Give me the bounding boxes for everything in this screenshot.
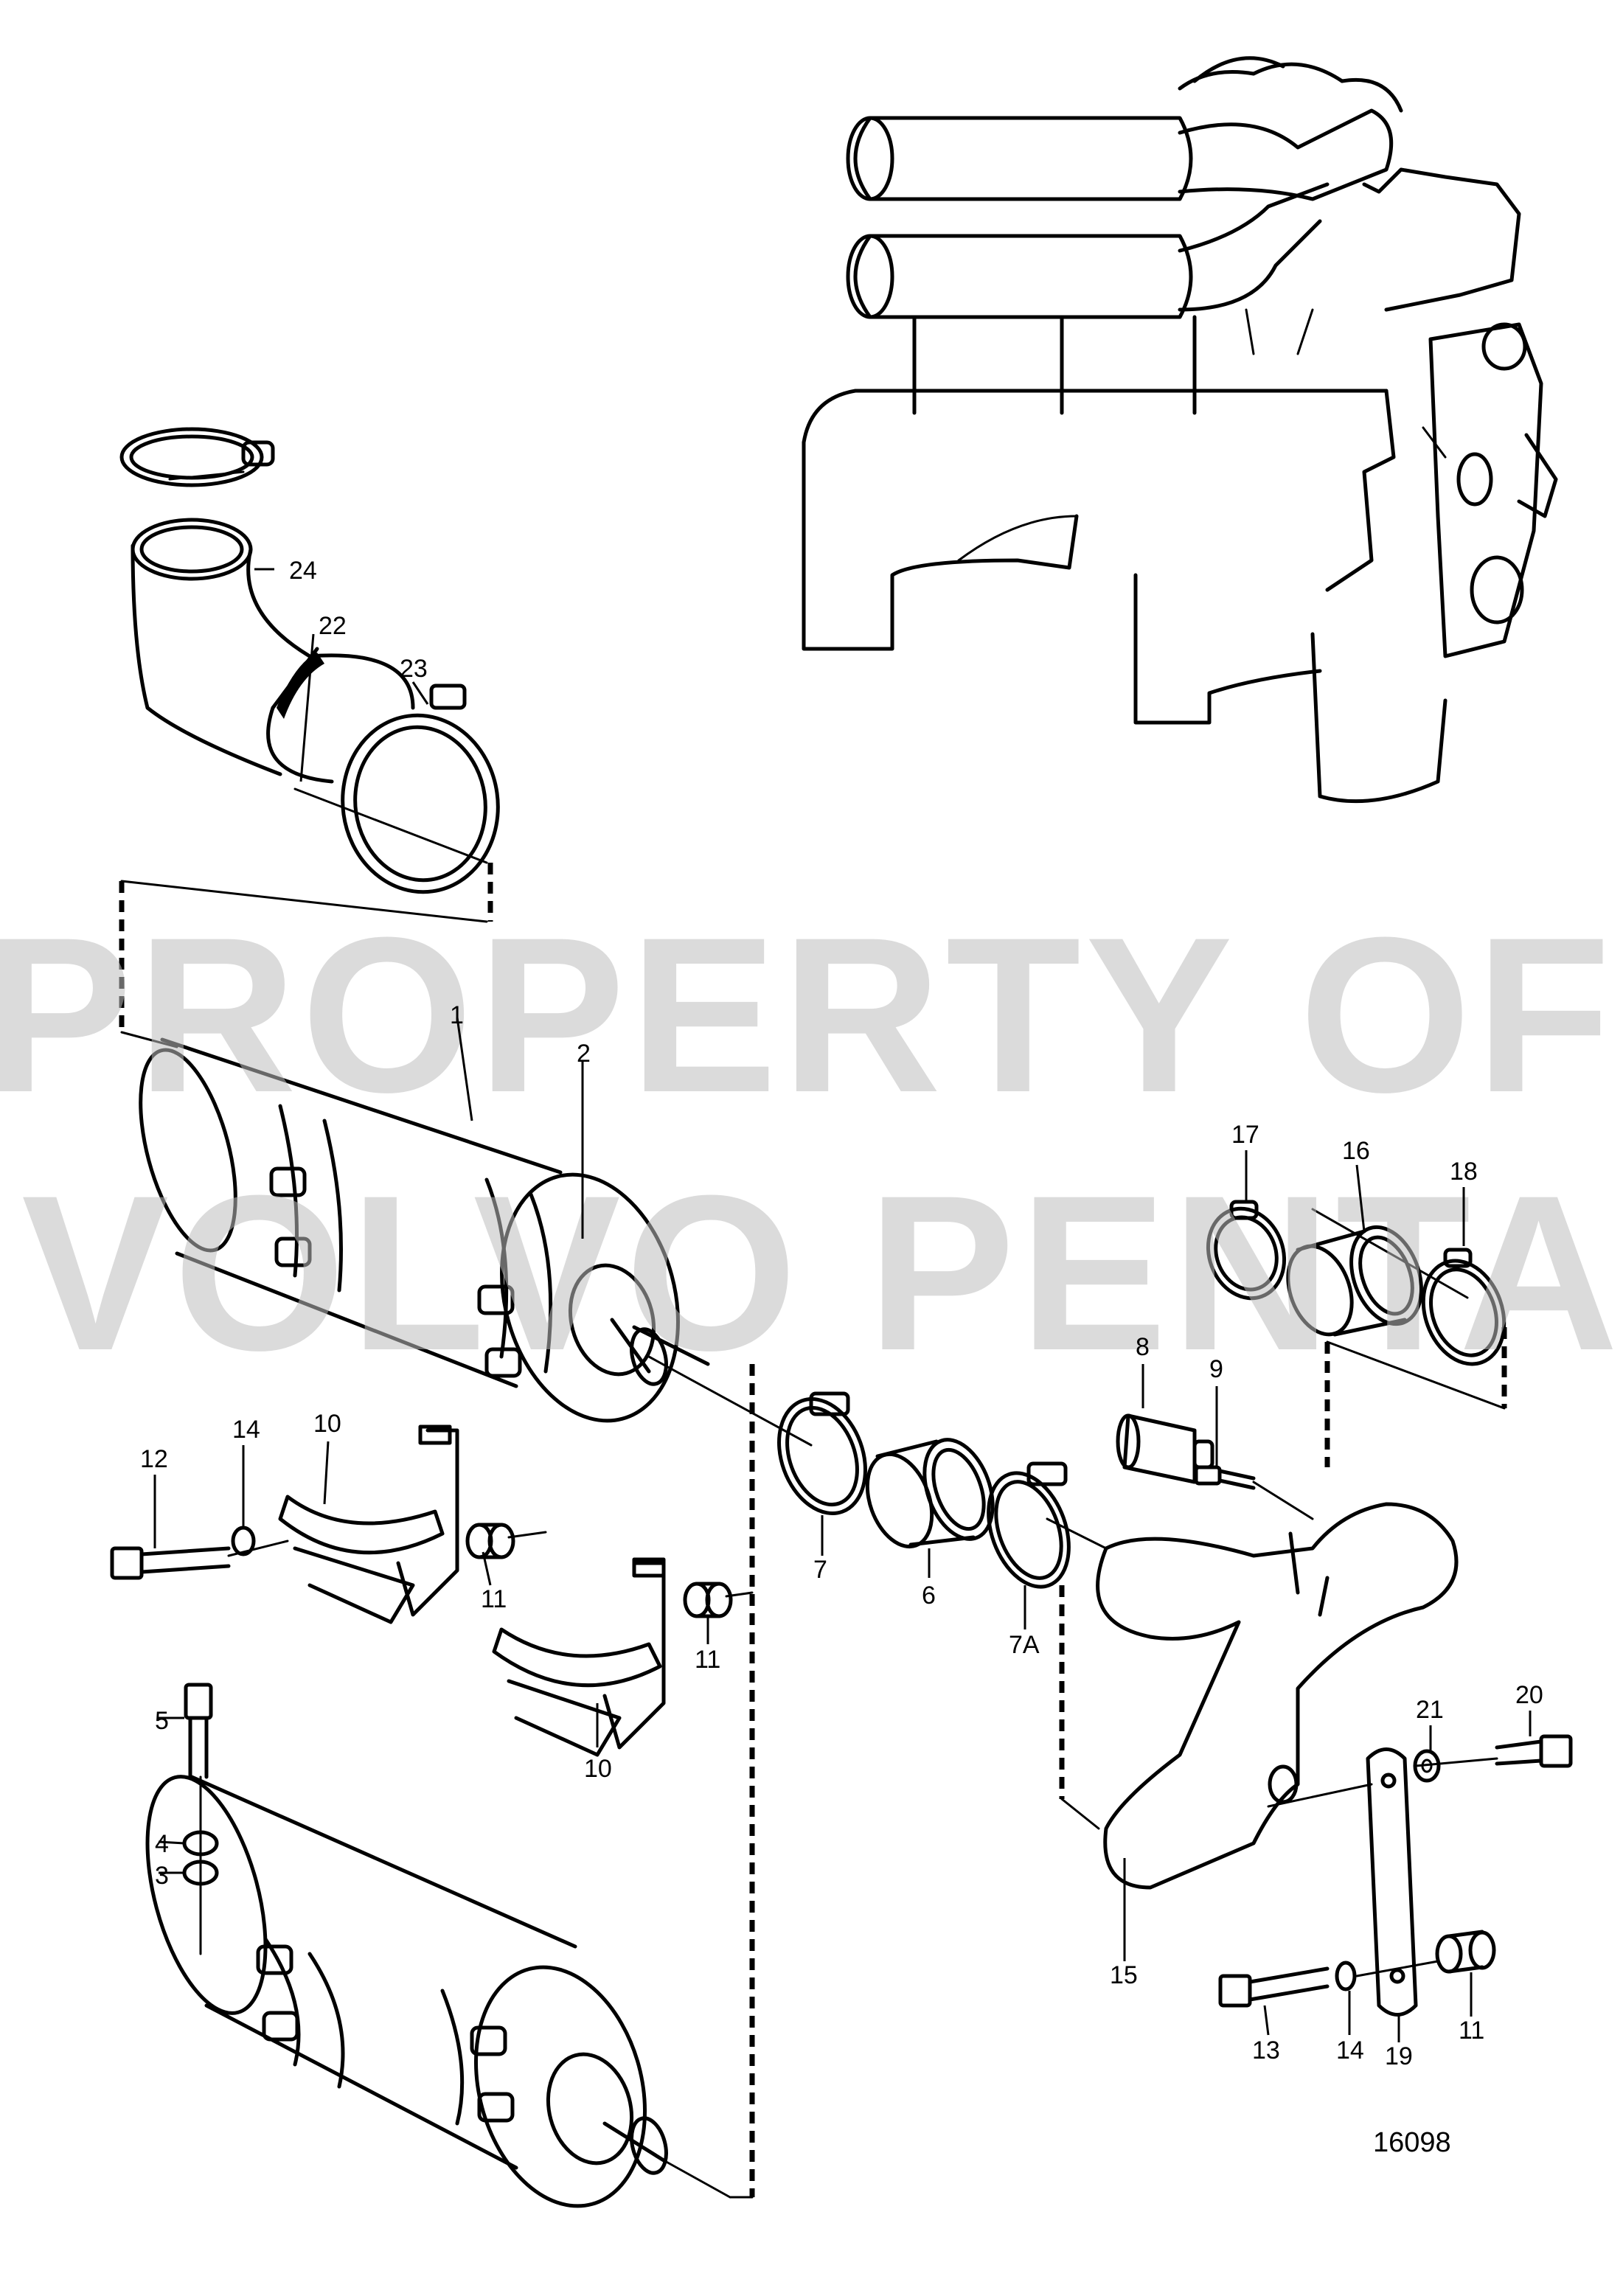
lower-silencer (145, 1775, 668, 2208)
watermark: PROPERTY OF VOLVO PENTA (0, 891, 1623, 1396)
part-15-exhaust-pipe (1096, 1502, 1459, 1890)
callout-labels: 24 22 23 1 2 5 4 3 12 14 10 11 10 11 7 6… (140, 557, 1543, 2070)
callout-18: 18 (1450, 1158, 1478, 1186)
part-18-clamp (1421, 1248, 1506, 1366)
callout-24: 24 (289, 557, 317, 585)
callout-17: 17 (1231, 1121, 1259, 1149)
part-20-bolt (1495, 1734, 1573, 1768)
drawing-number: 16098 (1373, 2127, 1451, 2158)
callout-7: 7 (813, 1556, 827, 1584)
callout-11-upper: 11 (481, 1585, 507, 1613)
callout-leaders (153, 568, 1532, 2042)
part-17-clamp (1206, 1200, 1287, 1301)
callout-8: 8 (1136, 1333, 1150, 1361)
part-24-hose-clamp (119, 427, 275, 487)
part-3-4-nuts (182, 1775, 219, 1955)
callout-2: 2 (577, 1040, 591, 1068)
callout-19: 19 (1385, 2042, 1413, 2070)
part-10-bracket-lower (492, 1557, 666, 1757)
callout-20: 20 (1515, 1681, 1543, 1709)
part-13-bolt (1218, 1966, 1330, 2008)
callout-14-right: 14 (1336, 2036, 1364, 2064)
callout-4: 4 (155, 1830, 169, 1858)
assembly-guide-lines (119, 787, 1507, 2199)
callout-23: 23 (400, 655, 428, 683)
callout-10-lower: 10 (584, 1755, 612, 1783)
part-7-clamp (777, 1391, 867, 1515)
part-8-sensor (1116, 1413, 1214, 1484)
callout-13: 13 (1252, 2036, 1280, 2064)
callout-3: 3 (155, 1862, 169, 1890)
engine-illustration (802, 56, 1558, 804)
callout-12: 12 (140, 1445, 168, 1473)
callout-16: 16 (1342, 1137, 1370, 1165)
watermark-line-1: PROPERTY OF (0, 891, 1615, 1138)
part-5-bolt (184, 1683, 213, 1779)
part-19-bracket (1366, 1747, 1418, 2017)
part-7A-clamp (987, 1461, 1071, 1589)
part-9-nipple (1194, 1465, 1256, 1490)
callout-5: 5 (155, 1707, 169, 1735)
part-11-bushing-lower (683, 1582, 754, 1618)
part-11-bushing-upper (465, 1523, 547, 1559)
part-14-washer-right (1335, 1961, 1357, 1991)
callout-7A: 7A (1009, 1631, 1040, 1659)
part-23-hose-clamp (341, 683, 500, 894)
callout-14-left: 14 (232, 1416, 260, 1444)
callout-10-upper: 10 (313, 1410, 341, 1438)
part-1-silencer (139, 1037, 710, 1423)
part-12-bolt (110, 1546, 231, 1580)
callout-21: 21 (1416, 1696, 1444, 1724)
watermark-line-2: VOLVO PENTA (21, 1149, 1623, 1396)
part-16-hose (1286, 1225, 1423, 1337)
callout-22: 22 (319, 612, 347, 640)
callout-11-lower: 11 (695, 1646, 720, 1674)
callout-9: 9 (1209, 1355, 1223, 1383)
part-22-exhaust-elbow (131, 518, 415, 784)
part-11-bushing-right (1435, 1930, 1496, 1974)
part-10-bracket-upper (278, 1424, 459, 1624)
part-14-washer-left (227, 1526, 289, 1557)
part-6-hose (865, 1438, 995, 1549)
callout-1: 1 (450, 1001, 464, 1029)
callout-6: 6 (922, 1582, 936, 1610)
callout-11-right: 11 (1459, 2017, 1484, 2045)
callout-15: 15 (1110, 1961, 1138, 1989)
